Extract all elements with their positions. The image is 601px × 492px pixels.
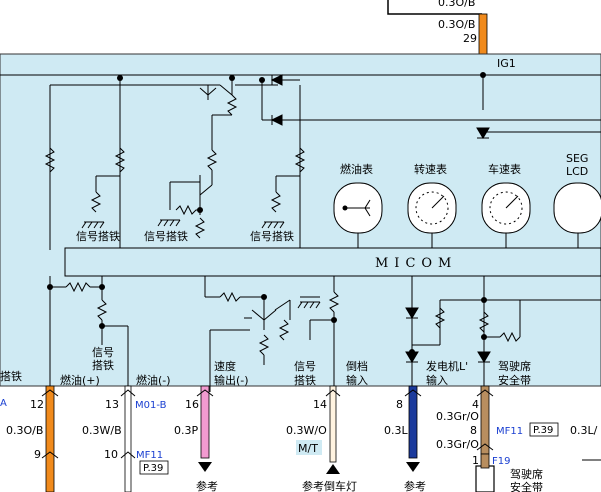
wire-13-spec: 0.3W/B [82,424,122,437]
wire-8-spec: 0.3L [384,424,408,437]
diode-icon [405,307,491,363]
top-wire-label: 0.3O/B [438,0,475,9]
arrow-down-icon [406,462,420,472]
white-wire-pin13 [124,385,132,492]
seg-lcd-label-2: LCD [566,165,588,178]
pin-10: 10 [104,448,118,461]
svg-text:安全带: 安全带 [498,373,531,387]
wire-8b-spec: 0.3Gr/O [436,438,479,451]
orange-wire-pin12 [45,385,55,492]
fuel-plus-label: 燃油(+) [60,373,100,387]
pin-8: 8 [396,398,403,411]
micom-block [64,247,601,277]
svg-text:输入: 输入 [426,373,448,387]
pin-14: 14 [313,398,327,411]
conn-m01b[interactable]: M01-B [135,400,167,411]
seg-lcd-display: SEG LCD [553,152,601,248]
wire-14-spec: 0.3W/O [286,424,327,437]
signal-ground-lower: 信号 搭铁 [92,346,114,372]
blue-wire-pin8 [408,385,418,459]
pin-4: 4 [472,398,479,411]
fuel-minus-label: 燃油(-) [136,373,171,387]
left-conn-a: A [0,398,7,409]
connector-marks [41,389,494,459]
svg-text:信号: 信号 [294,360,316,373]
conn-mf11-a[interactable]: MF11 [136,450,163,461]
page-ref-p39-a[interactable]: P.39 [143,463,163,474]
seatbelt-switch [475,465,495,492]
page-ref-box-a[interactable] [139,460,169,475]
fuel-gauge: 燃油表 [333,162,383,248]
wire-right-spec: 0.3L/ [570,424,598,437]
pin-8b: 8 [470,424,477,437]
junction-dots [47,72,487,355]
pin-29: 29 [463,32,477,45]
white-orange-wire-pin14 [329,385,337,463]
conn-mf11-b[interactable]: MF11 [496,426,523,437]
wire-12-spec: 0.3O/B [6,424,43,437]
lower-circuit [49,276,601,392]
page-ref-box-b[interactable] [529,422,559,437]
arrow-down-icon [198,462,212,472]
micom-label: MICOM [375,256,457,271]
mt-badge [296,440,322,455]
arrow-up-icon [326,464,340,474]
speedometer-gauge: 车速表 [481,162,531,248]
fuel-gauge-label: 燃油表 [340,162,373,176]
seatbelt-label: 驾驶席 安全带 [498,359,531,387]
ref-label-1: 参考 [196,479,218,492]
signal-ground-label-2: 信号搭铁 [144,230,188,243]
svg-text:驾驶席: 驾驶席 [498,359,531,373]
conn-f19[interactable]: F19 [492,456,510,467]
speed-output-label: 速度 输出(-) [214,359,249,387]
svg-text:搭铁: 搭铁 [92,359,114,372]
wire-4-spec: 0.3Gr/O [436,410,479,423]
diode-icon [270,74,490,139]
tachometer-label: 转速表 [414,162,447,176]
seatbelt-switch-label: 驾驶席 安全带 [510,467,543,492]
resistor-icon [44,147,306,239]
pin-12: 12 [30,398,44,411]
power-bus [0,74,601,250]
ground-icon [81,219,321,309]
signal-ground-lower-b: 信号 搭铁 [294,360,316,387]
svg-text:驾驶席: 驾驶席 [510,467,543,481]
svg-text:输出(-): 输出(-) [214,373,249,387]
speedometer-label: 车速表 [488,162,521,176]
svg-text:安全带: 安全带 [510,480,543,492]
svg-text:输入: 输入 [346,373,368,387]
signal-ground-label-1: 信号搭铁 [76,230,120,243]
top-feed: 0.3O/B 0.3O/B 29 [387,0,488,55]
reverse-input-label: 倒档 输入 [346,359,368,387]
pin-1: 1 [472,454,479,467]
svg-text:发电机L': 发电机L' [426,359,468,373]
generator-input-label: 发电机L' 输入 [426,359,468,387]
svg-text:搭铁: 搭铁 [294,374,316,387]
signal-ground-label-3: 信号搭铁 [250,230,294,243]
wire-spec-top: 0.3O/B [438,18,475,31]
wire-16-spec: 0.3P [174,424,198,437]
pin-13: 13 [105,398,119,411]
pink-wire-pin16 [200,385,210,459]
ref-label-2: 参考 [404,479,426,492]
ground-edge-label: 搭铁 [0,370,22,383]
mt-label: M/T [298,442,318,455]
transistor-icon [169,84,238,216]
brown-wire-lower [480,453,490,469]
ref-reverse-lamp: 参考倒车灯 [302,479,357,492]
svg-text:倒档: 倒档 [346,359,368,373]
pin-9: 9 [34,448,41,461]
page-ref-p39-b[interactable]: P.39 [533,425,553,436]
tachometer-gauge: 转速表 [407,162,457,248]
svg-text:信号: 信号 [92,346,114,359]
orange-wire-top [478,13,488,55]
svg-text:速度: 速度 [214,359,236,373]
seg-lcd-label-1: SEG [566,152,588,165]
pin-16: 16 [185,398,199,411]
ig1-label: IG1 [497,57,516,70]
